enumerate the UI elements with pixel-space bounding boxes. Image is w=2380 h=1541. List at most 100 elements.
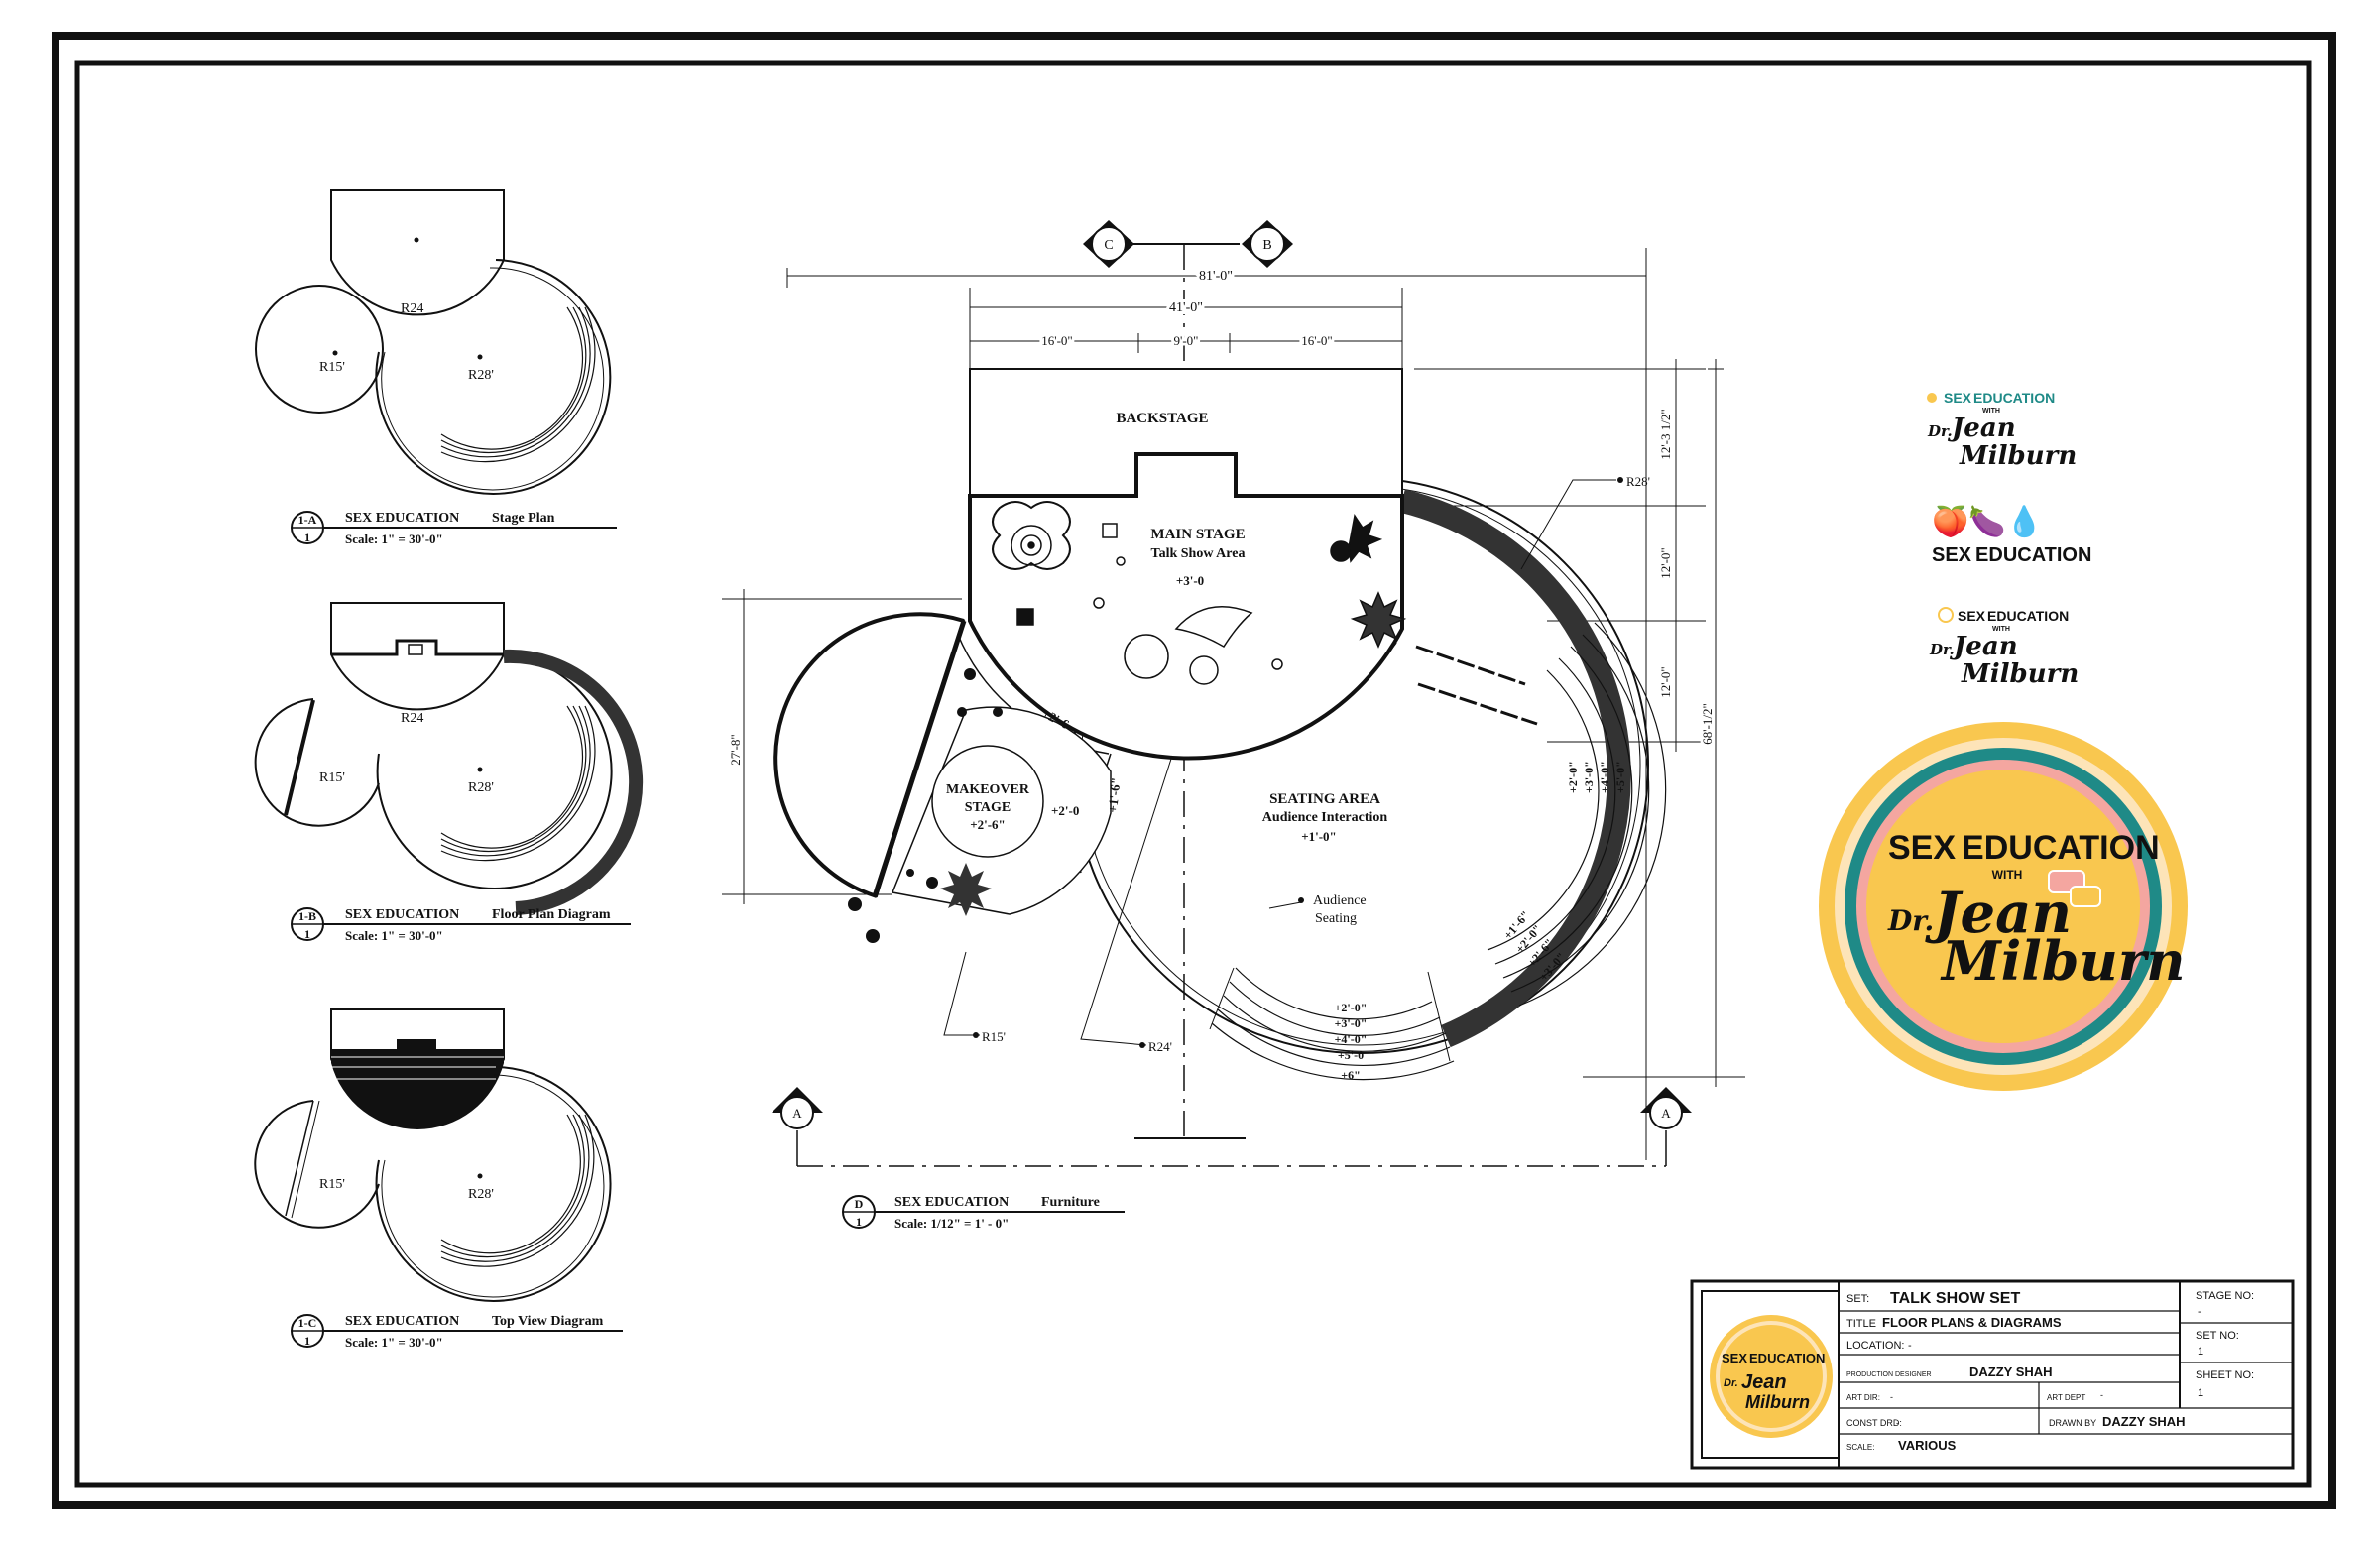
production-designer-value: DAZZY SHAH: [1969, 1364, 2053, 1379]
svg-text:Milburn: Milburn: [1961, 659, 2079, 689]
svg-text:-: -: [1890, 1392, 1893, 1402]
svg-text:1-A: 1-A: [298, 513, 317, 527]
svg-text:+1'-0": +1'-0": [1301, 829, 1337, 844]
inner-border: [74, 60, 2312, 1488]
svg-text:+6": +6": [1341, 1068, 1361, 1082]
svg-text:+3'-0: +3'-0: [1176, 573, 1204, 588]
svg-text:SHEET NO:: SHEET NO:: [2196, 1369, 2254, 1381]
makeover-stage-label: MAKEOVER: [946, 782, 1030, 797]
svg-text:Floor Plan Diagram: Floor Plan Diagram: [492, 907, 611, 922]
svg-text:CONST DRD:: CONST DRD:: [1846, 1418, 1902, 1428]
tier-labels-right: +2'-0" +3'-0" +4'-0" +5'-0": [1566, 761, 1627, 793]
mini-b-r28: R28': [468, 780, 494, 795]
tier-labels-bottom: +2'-0" +3'-0" +4'-0" +5'-0 +6": [1335, 1001, 1368, 1082]
section-marker-b: B: [1242, 220, 1293, 268]
mini-plan-floor-plan-diagram: R24 R15' R28': [254, 602, 644, 915]
svg-text:Milburn: Milburn: [1959, 441, 2077, 471]
svg-text:+1'-6": +1'-6": [1105, 776, 1124, 813]
svg-text:SEX EDUCATION: SEX EDUCATION: [345, 907, 459, 922]
svg-text:ART DIR:: ART DIR:: [1846, 1393, 1880, 1402]
svg-text:Talk Show Area: Talk Show Area: [1151, 546, 1246, 561]
set-value: TALK SHOW SET: [1890, 1290, 2020, 1307]
svg-text:Scale: 1" = 30'-0": Scale: 1" = 30'-0": [345, 532, 443, 546]
svg-text:VARIOUS: VARIOUS: [1898, 1438, 1957, 1453]
svg-text:1: 1: [856, 1215, 862, 1229]
svg-text:WITH: WITH: [1982, 408, 2000, 415]
main-stage-label: MAIN STAGE: [1150, 527, 1245, 542]
svg-text:-: -: [2100, 1390, 2103, 1400]
svg-text:Stage Plan: Stage Plan: [492, 511, 555, 526]
svg-text:+5'-0: +5'-0: [1338, 1048, 1364, 1062]
seating-area-label: SEATING AREA: [1269, 791, 1380, 807]
makeover-platform: [931, 745, 1044, 858]
svg-text:SEX EDUCATION: SEX EDUCATION: [345, 1314, 459, 1329]
svg-text:Audience Interaction: Audience Interaction: [1262, 810, 1388, 825]
svg-text:R28': R28': [1626, 474, 1650, 489]
svg-text:Dr.: Dr.: [1887, 904, 1934, 937]
mini-plan-stage-plan: R24 R15' R28': [255, 189, 612, 495]
svg-text:16'-0": 16'-0": [1301, 333, 1332, 348]
svg-text:Scale: 1" = 30'-0": Scale: 1" = 30'-0": [345, 928, 443, 943]
svg-text:68'-1/2": 68'-1/2": [1700, 703, 1715, 745]
svg-text:+5'-0": +5'-0": [1613, 761, 1627, 793]
svg-text:PRODUCTION DESIGNER: PRODUCTION DESIGNER: [1846, 1371, 1932, 1378]
svg-text:SET:: SET:: [1846, 1293, 1869, 1305]
label-furniture-plan: D 1 SEX EDUCATION Furniture Scale: 1/12"…: [842, 1195, 1125, 1231]
svg-text:16'-0": 16'-0": [1041, 333, 1072, 348]
svg-text:SEX EDUCATION: SEX EDUCATION: [345, 511, 459, 526]
mini-b-r24: R24: [401, 711, 423, 726]
svg-text:SCALE:: SCALE:: [1846, 1443, 1874, 1452]
svg-text:-: -: [2198, 1306, 2202, 1318]
svg-text:DRAWN BY: DRAWN BY: [2049, 1418, 2096, 1428]
backstage-label: BACKSTAGE: [1116, 411, 1208, 426]
makeover-furniture: [848, 668, 1003, 943]
svg-text:1-C: 1-C: [298, 1316, 317, 1330]
svg-text:12'-0": 12'-0": [1658, 666, 1673, 697]
svg-text:9'-0": 9'-0": [1174, 333, 1199, 348]
label-floor-plan-diagram: 1-B 1 SEX EDUCATION Floor Plan Diagram S…: [291, 907, 631, 943]
mini-a-r15: R15': [319, 360, 345, 375]
svg-text:TITLE: TITLE: [1846, 1318, 1876, 1330]
main-floor-plan: C B 81'-0" 41'-0" 16'-0" 9'-0" 16'-0": [722, 220, 1745, 1167]
audience-seating-label: Audience: [1313, 893, 1367, 908]
talk-show-furniture: [992, 501, 1407, 685]
svg-text:Jean: Jean: [1741, 1371, 1787, 1393]
svg-text:+2'-0": +2'-0": [1335, 1001, 1368, 1014]
svg-text:A: A: [792, 1106, 802, 1121]
svg-text:+4'-0": +4'-0": [1598, 761, 1611, 793]
label-top-view-diagram: 1-C 1 SEX EDUCATION Top View Diagram Sca…: [291, 1314, 623, 1350]
drawn-by-value: DAZZY SHAH: [2102, 1414, 2186, 1429]
svg-text:Scale: 1" = 30'-0": Scale: 1" = 30'-0": [345, 1335, 443, 1350]
svg-text:+3'-0": +3'-0": [1335, 1016, 1368, 1030]
svg-text:+4'-0": +4'-0": [1335, 1032, 1368, 1046]
svg-text:WITH: WITH: [1992, 626, 2010, 633]
svg-text:Jean: Jean: [1947, 414, 2016, 443]
mini-a-r28: R28': [468, 368, 494, 383]
svg-text:Dr.: Dr.: [1927, 422, 1953, 440]
mini-b-r15: R15': [319, 770, 345, 785]
section-marker-a-left: A: [772, 1087, 823, 1129]
svg-text:Jean: Jean: [1949, 632, 2018, 661]
svg-text:LOCATION:: LOCATION:: [1846, 1340, 1904, 1352]
svg-text:Milburn: Milburn: [1940, 929, 2186, 993]
svg-text:1: 1: [304, 531, 310, 544]
svg-text:Scale: 1/12" = 1' - 0": Scale: 1/12" = 1' - 0": [894, 1216, 1009, 1231]
svg-text:Dr.: Dr.: [1724, 1377, 1738, 1389]
section-marker-c: C: [1083, 220, 1134, 268]
svg-text:B: B: [1262, 238, 1271, 253]
svg-text:12'-3 1/2": 12'-3 1/2": [1658, 409, 1673, 459]
mini-c-r28: R28': [468, 1187, 494, 1202]
svg-text:Furniture: Furniture: [1041, 1195, 1100, 1210]
mini-c-r15: R15': [319, 1177, 345, 1192]
svg-text:-: -: [1908, 1340, 1912, 1352]
main-stage-area: [968, 452, 1404, 761]
